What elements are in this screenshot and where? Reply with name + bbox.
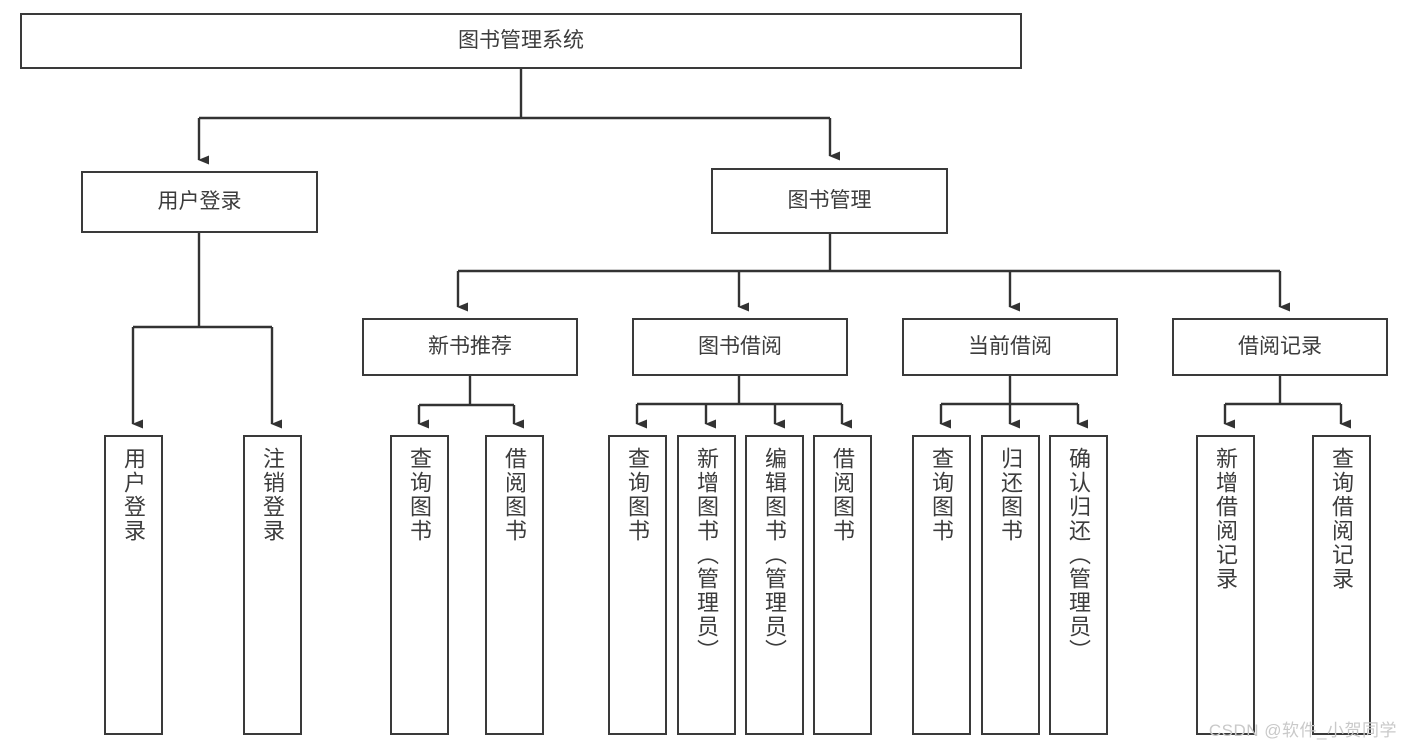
node-book-management-label: 图书管理: [787, 188, 872, 212]
leaf-recommend-query-book[interactable]: 查询图书: [390, 435, 449, 735]
leaf-current-return-book-label: 归还图书: [998, 447, 1024, 543]
leaf-borrow-borrow-book[interactable]: 借阅图书: [813, 435, 872, 735]
leaf-record-query[interactable]: 查询借阅记录: [1312, 435, 1371, 735]
leaf-borrow-add-book[interactable]: 新增图书（管理员）: [677, 435, 736, 735]
leaf-recommend-borrow-book-label: 借阅图书: [502, 447, 528, 543]
leaf-current-return-book[interactable]: 归还图书: [981, 435, 1040, 735]
node-current-borrow[interactable]: 当前借阅: [902, 318, 1118, 376]
node-book-management[interactable]: 图书管理: [711, 168, 948, 234]
node-borrow-record[interactable]: 借阅记录: [1172, 318, 1388, 376]
node-book-borrow[interactable]: 图书借阅: [632, 318, 848, 376]
leaf-recommend-query-book-label: 查询图书: [407, 447, 433, 543]
node-user-login-label: 用户登录: [157, 189, 242, 213]
leaf-borrow-edit-book[interactable]: 编辑图书（管理员）: [745, 435, 804, 735]
node-user-login[interactable]: 用户登录: [81, 171, 318, 233]
leaf-logout[interactable]: 注销登录: [243, 435, 302, 735]
leaf-record-add[interactable]: 新增借阅记录: [1196, 435, 1255, 735]
leaf-logout-label: 注销登录: [260, 447, 286, 543]
leaf-current-confirm-return-label: 确认归还（管理员）: [1066, 447, 1092, 663]
leaf-user-login[interactable]: 用户登录: [104, 435, 163, 735]
node-borrow-record-label: 借阅记录: [1238, 334, 1322, 358]
leaf-current-query-book-label: 查询图书: [929, 447, 955, 543]
leaf-borrow-query-book[interactable]: 查询图书: [608, 435, 667, 735]
leaf-borrow-query-book-label: 查询图书: [625, 447, 651, 543]
leaf-borrow-add-book-label: 新增图书（管理员）: [694, 447, 720, 663]
node-root-label: 图书管理系统: [458, 28, 584, 52]
node-new-book-recommend[interactable]: 新书推荐: [362, 318, 578, 376]
leaf-recommend-borrow-book[interactable]: 借阅图书: [485, 435, 544, 735]
leaf-user-login-label: 用户登录: [121, 447, 147, 543]
leaf-borrow-borrow-book-label: 借阅图书: [830, 447, 856, 543]
node-new-book-recommend-label: 新书推荐: [428, 334, 512, 358]
leaf-current-confirm-return[interactable]: 确认归还（管理员）: [1049, 435, 1108, 735]
leaf-current-query-book[interactable]: 查询图书: [912, 435, 971, 735]
leaf-record-add-label: 新增借阅记录: [1213, 447, 1239, 591]
node-current-borrow-label: 当前借阅: [968, 334, 1052, 358]
watermark: CSDN @软件_小贺同学: [1208, 721, 1397, 740]
leaf-record-query-label: 查询借阅记录: [1329, 447, 1355, 591]
leaf-borrow-edit-book-label: 编辑图书（管理员）: [762, 447, 788, 663]
node-book-borrow-label: 图书借阅: [698, 334, 782, 358]
node-root[interactable]: 图书管理系统: [20, 13, 1022, 69]
